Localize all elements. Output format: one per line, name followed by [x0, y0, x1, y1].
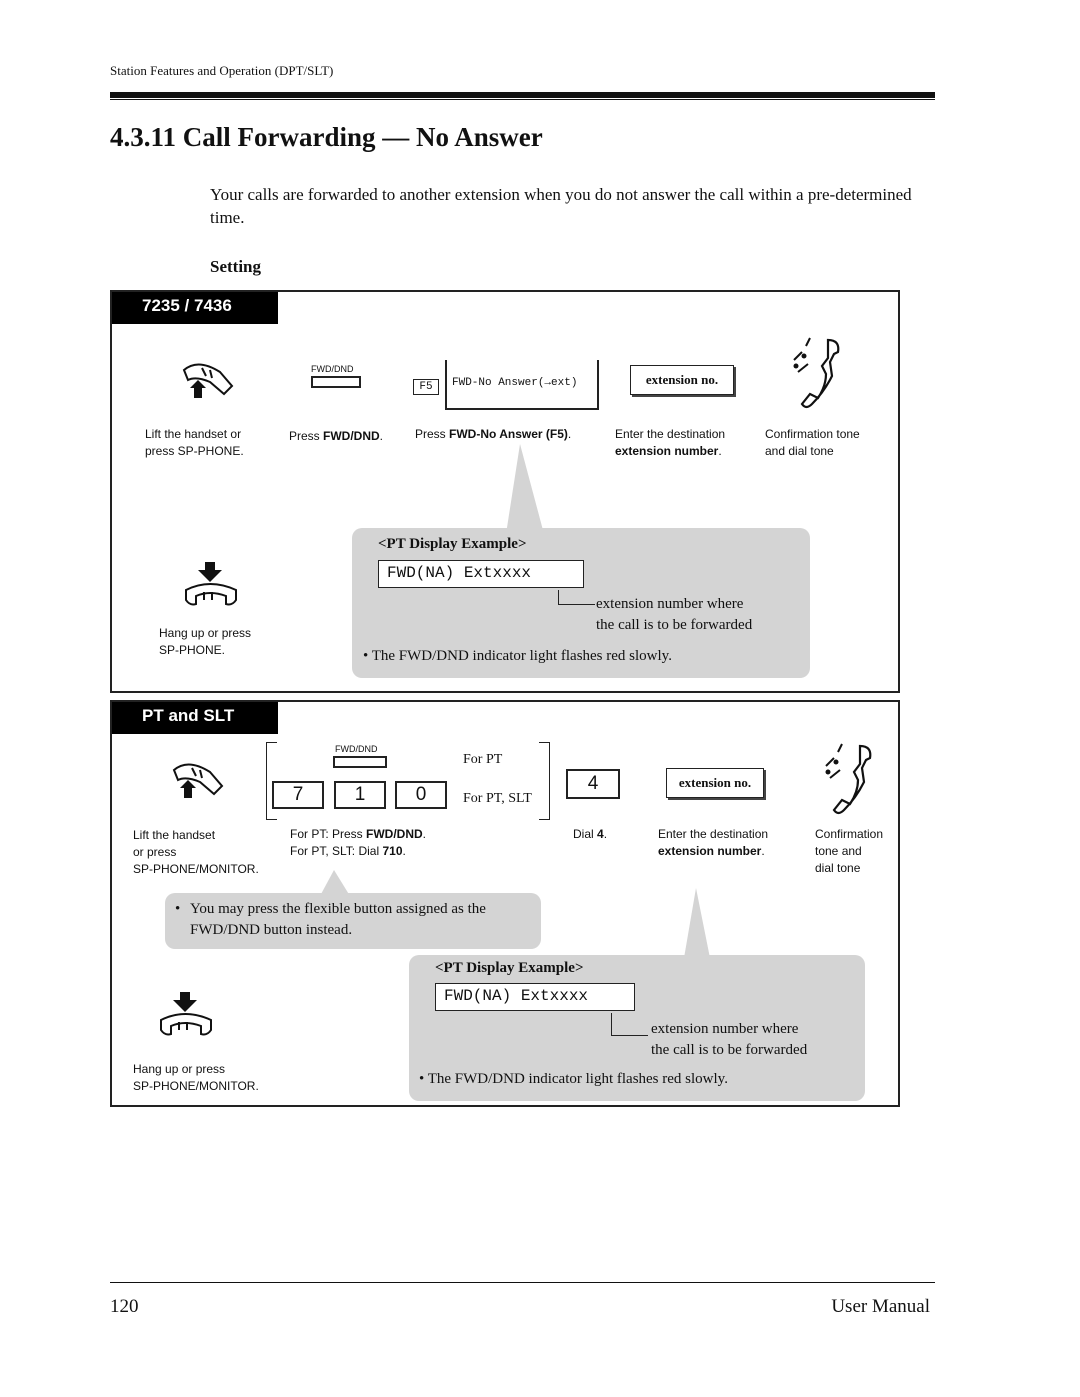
- display-example-title: <PT Display Example>: [378, 536, 527, 552]
- tip-bubble: •You may press the flexible button assig…: [165, 893, 541, 949]
- extension-no-box[interactable]: extension no.: [666, 768, 764, 798]
- tip-text: •You may press the flexible button assig…: [175, 901, 486, 938]
- hang-up-icon: [185, 562, 237, 606]
- intro-paragraph: Your calls are forwarded to another exte…: [210, 185, 912, 227]
- display-example-bubble: <PT Display Example> FWD(NA) Extxxxx ext…: [409, 955, 865, 1101]
- running-header: Station Features and Operation (DPT/SLT): [110, 63, 334, 78]
- for-pt-label: For PT: [463, 752, 503, 767]
- lcd-display-text: FWD(NA) Extxxxx: [435, 983, 635, 1011]
- display-example-title: <PT Display Example>: [435, 960, 584, 976]
- step2-caption: Press FWD/DND.: [289, 429, 384, 443]
- leader-line: [611, 1013, 648, 1036]
- dial-key-4[interactable]: 4: [566, 769, 620, 799]
- for-pt-slt-label: For PT, SLT: [463, 791, 532, 806]
- dial-key-7[interactable]: 7: [272, 781, 324, 809]
- off-hook-icon: [172, 763, 224, 798]
- section-title: 4.3.11 Call Forwarding — No Answer: [110, 122, 543, 152]
- lcd-display-text: FWD(NA) Extxxxx: [378, 560, 584, 588]
- step3-caption: Dial 4.: [573, 827, 608, 841]
- hang-up-icon: [160, 992, 212, 1036]
- footer-rule: [110, 1282, 935, 1283]
- panel-tag: PT and SLT: [112, 702, 278, 734]
- confirmation-tone-icon: [793, 337, 840, 409]
- page-number: 120: [110, 1296, 139, 1317]
- panel-pt-and-slt: PT and SLT FWD/DND 7 1 0 For PT For PT, …: [110, 700, 900, 1107]
- callout-pointer: [506, 444, 544, 534]
- fwd-dnd-label: FWD/DND: [311, 364, 354, 374]
- manual-name: User Manual: [831, 1296, 930, 1317]
- header-rule: [110, 92, 935, 98]
- callout-pointer: [684, 888, 710, 958]
- indicator-note: • The FWD/DND indicator light flashes re…: [363, 648, 672, 664]
- extension-no-box[interactable]: extension no.: [630, 365, 734, 395]
- lcd-frame: FWD-No Answer(→ext): [445, 360, 599, 410]
- f5-key[interactable]: F5: [413, 379, 439, 395]
- header-rule-thin: [110, 99, 935, 100]
- fwd-dnd-button[interactable]: [311, 376, 361, 388]
- leader-line: [558, 590, 595, 605]
- setting-heading: Setting: [210, 257, 261, 276]
- dial-key-1[interactable]: 1: [334, 781, 386, 809]
- step2-caption: For PT: Press FWD/DND. For PT, SLT: Dial…: [290, 827, 427, 858]
- dial-key-0[interactable]: 0: [395, 781, 447, 809]
- fwd-dnd-label: FWD/DND: [335, 744, 378, 754]
- panel-tag: 7235 / 7436: [112, 292, 278, 324]
- off-hook-icon: [182, 363, 234, 398]
- panel-7235-7436: 7235 / 7436 FWD/DND F5 FWD-No Answer(→ex…: [110, 290, 900, 693]
- tip-pointer: [320, 870, 350, 896]
- left-bracket: [266, 742, 277, 820]
- right-bracket: [539, 742, 550, 820]
- step3-caption: Press FWD-No Answer (F5).: [415, 427, 572, 441]
- display-example-bubble: <PT Display Example> FWD(NA) Extxxxx ext…: [352, 528, 810, 678]
- fwd-dnd-button[interactable]: [333, 756, 387, 768]
- indicator-note: • The FWD/DND indicator light flashes re…: [419, 1071, 728, 1087]
- confirmation-tone-icon: [825, 743, 872, 815]
- f5-display-text: FWD-No Answer(→ext): [452, 377, 578, 389]
